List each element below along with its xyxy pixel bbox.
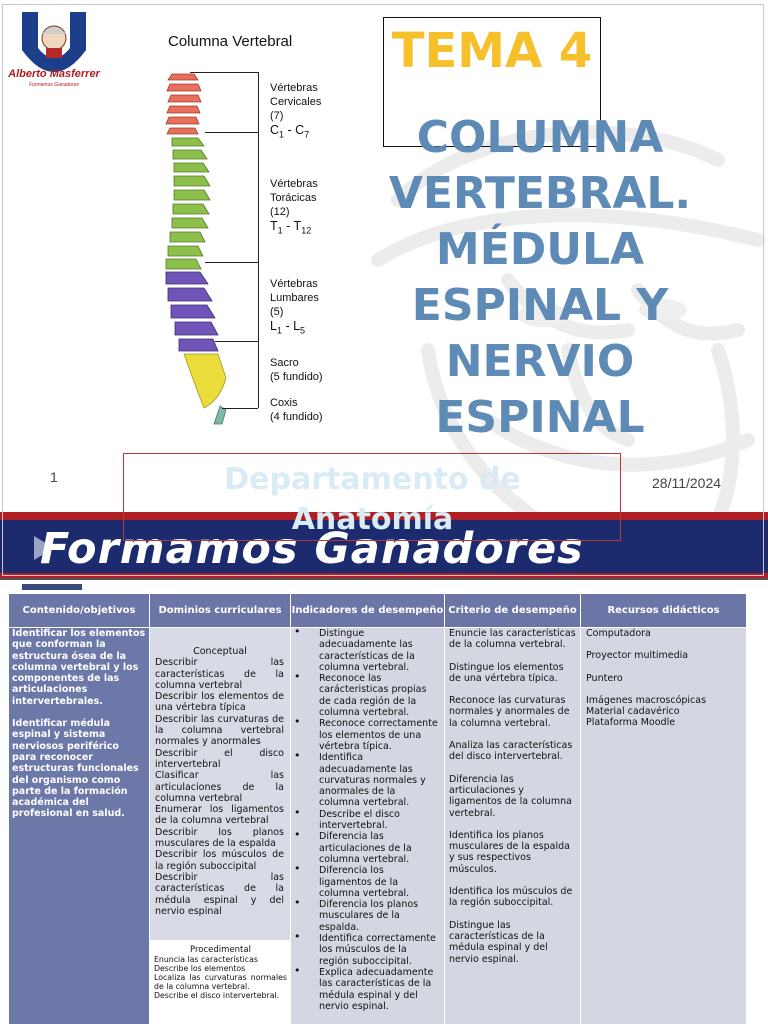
indicator-item: Reconoce correctamente los elementos de …: [291, 716, 438, 752]
indicator-item: Describe el disco intervertebral.: [291, 807, 438, 832]
logo-wordmark: Alberto Masferrer: [8, 68, 100, 80]
procedimental-item: Enuncia las características: [154, 955, 258, 964]
curriculum-slide: Contenido/objetivos Dominios curriculare…: [0, 578, 768, 1024]
criterion-item: Distingue las características de la médu…: [449, 919, 548, 965]
header-indicators: Indicadores de desempeño: [291, 594, 445, 627]
sacrum: [183, 353, 227, 409]
resource-item: Proyector multimedia: [586, 650, 689, 662]
slide-number: 1: [50, 469, 58, 485]
thoracic-vertebrae: [165, 137, 211, 270]
indicators-cell: Distingue adecuadamente las característi…: [291, 628, 445, 1024]
conceptual-item: Describir las características de la médu…: [155, 871, 284, 917]
procedimental-item: Describe el disco intervertebral.: [154, 991, 280, 1000]
slide-date: 28/11/2024: [652, 475, 722, 491]
procedimental-box: Procedimental Enuncia las característica…: [150, 940, 290, 1024]
objective-item: Identificar médula espinal y sistema ner…: [12, 718, 139, 820]
slide-title: COLUMNA VERTEBRAL. MÉDULA ESPINAL Y NERV…: [388, 112, 692, 443]
indicator-item: Diferencia los ligamentos de la columna …: [291, 863, 438, 899]
objectives-cell: Identificar los elementos que conforman …: [9, 628, 150, 1024]
conceptual-item: Enumerar los ligamentos de la columna ve…: [155, 804, 284, 827]
department-name: Departamento de Anatomía: [224, 462, 521, 537]
label-coccyx: Coxis (4 fundido): [270, 397, 323, 423]
label-cervical: Vértebras Cervicales (7) C1 - C7: [270, 82, 322, 140]
header-domains: Dominios curriculares: [150, 594, 291, 627]
cervical-vertebrae: [165, 73, 202, 135]
indicator-item: Identifica adecuadamente las curvaturas …: [291, 750, 438, 808]
conceptual-item: Describir los músculos de la región subo…: [155, 849, 284, 872]
department-frame: [123, 453, 621, 541]
header-criteria: Criterio de desempeño: [445, 594, 581, 627]
banner-top-stripe: [0, 512, 768, 520]
conceptual-item: Clasificar las articulaciones de la colu…: [155, 770, 284, 804]
conceptual-item: Describir las curvaturas de la columna v…: [155, 713, 284, 748]
cervical-leader-line: [190, 72, 258, 73]
criterion-item: Reconoce las curvaturas normales y anorm…: [449, 695, 570, 729]
spine-diagram-title: Columna Vertebral: [168, 33, 293, 50]
label-thoracic: Vértebras Torácicas (12) T1 - T12: [270, 178, 318, 236]
procedimental-item: Describe los elementos: [154, 964, 246, 973]
university-logo: [22, 12, 86, 72]
resource-item: Puntero: [586, 672, 623, 684]
thoracic-leader-line: [205, 132, 258, 133]
vertebral-column-illustration: [165, 73, 227, 425]
criterion-item: Diferencia las articulaciones y ligament…: [449, 773, 572, 819]
objective-item: Identificar los elementos que conforman …: [12, 628, 146, 707]
resource-item: Imágenes macroscópicas: [586, 694, 707, 706]
criterion-item: Identifica los músculos de la región sub…: [449, 886, 573, 909]
criterion-item: Identifica los planos musculares de la e…: [449, 829, 570, 875]
indicator-item: Explica adecuadamente las característica…: [291, 965, 438, 1012]
sacrum-leader-line: [215, 341, 258, 342]
indicator-item: Diferencia las articulaciones de la colu…: [291, 829, 438, 865]
indicator-item: Identifica correctamente los músculos de…: [291, 931, 438, 967]
conceptual-item: Describir los elementos de una vértebra …: [155, 691, 284, 714]
indicator-item: Distingue adecuadamente las característi…: [291, 628, 438, 673]
resource-item: Plataforma Moodle: [586, 717, 676, 729]
domains-cell: Conceptual Describir las características…: [150, 628, 291, 1024]
founder-portrait-watermark: [371, 125, 765, 527]
resource-item: Material cadavérico: [586, 706, 680, 718]
indicator-item: Reconoce las carácteristicas propias de …: [291, 671, 438, 718]
resources-cell: Computadora Proyector multimedia Puntero…: [581, 628, 747, 1024]
indicator-item: Diferencia los planos musculares de la e…: [291, 897, 438, 933]
curriculum-table: Contenido/objetivos Dominios curriculare…: [9, 594, 747, 1024]
procedimental-heading: Procedimental: [190, 945, 251, 955]
lumbar-vertebrae: [165, 271, 219, 352]
criterion-item: Analiza las características del disco in…: [449, 740, 573, 763]
procedimental-item: Localiza las curvaturas normales de la c…: [154, 973, 287, 991]
criteria-cell: Enuncie las características de la column…: [445, 628, 581, 1024]
conceptual-item: Describir los planos musculares de la es…: [155, 826, 284, 850]
tema-frame: [383, 17, 601, 147]
banner-arrow-icon: [34, 536, 54, 560]
label-lumbar: Vértebras Lumbares (5) L1 - L5: [270, 278, 319, 336]
title-slide: Alberto Masferrer Formamos Ganadores Col…: [0, 4, 768, 578]
indicators-list: Distingue adecuadamente las característi…: [291, 628, 444, 1012]
conceptual-item: Describir el disco intervertebral: [155, 747, 284, 770]
tema-label: TEMA 4: [391, 23, 593, 79]
conceptual-item: Describir las características de la colu…: [155, 657, 284, 691]
logo-tagline: Formamos Ganadores: [28, 82, 80, 88]
conceptual-heading: Conceptual: [193, 646, 247, 657]
slide-top-marker: [22, 584, 82, 590]
resource-item: Computadora: [586, 628, 651, 639]
criterion-item: Distingue los elementos de una vértebra …: [449, 661, 564, 684]
label-sacrum: Sacro (5 fundido): [270, 357, 323, 383]
banner-slogan: Formamos Ganadores: [40, 524, 584, 574]
header-objectives: Contenido/objetivos: [9, 594, 150, 627]
coccyx-leader-line: [222, 408, 258, 409]
lumbar-leader-line: [205, 262, 258, 263]
header-resources: Recursos didácticos: [581, 594, 747, 627]
criterion-item: Enuncie las características de la column…: [449, 628, 576, 651]
leader-bracket-line: [258, 72, 259, 408]
